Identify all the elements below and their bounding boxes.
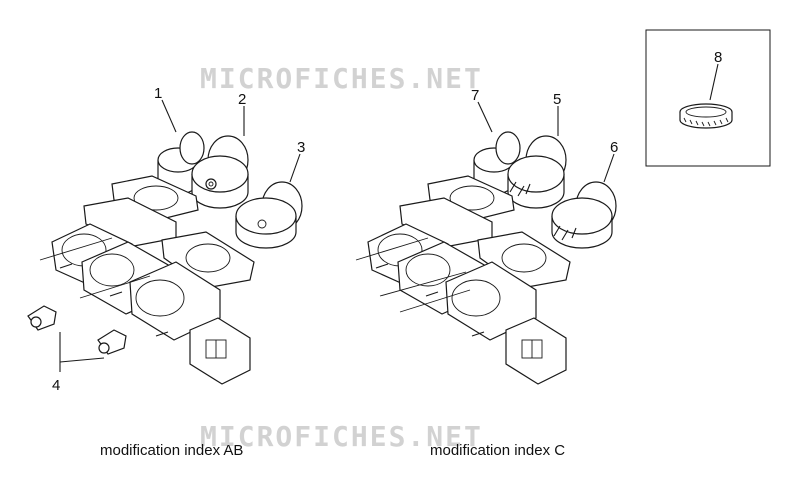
part-3-gauge [235,181,303,249]
gasket-3 [161,231,255,289]
part-5-gauge [507,135,567,209]
gasket-c3 [477,231,571,289]
assembly-ab [27,131,303,385]
housing-c3 [445,261,537,341]
watermark-top: MICROFICHES.NET [200,62,483,95]
assembly-c [355,131,617,385]
part-4-fitting-a [27,305,57,331]
callout-5: 5 [553,91,561,108]
part-7-gauge [473,131,521,195]
housing-3 [129,261,221,341]
part-6-gauge [551,181,617,249]
leader-1 [161,99,177,133]
leader-7 [477,101,493,133]
inset-box [645,29,771,167]
callout-6: 6 [610,139,618,156]
callout-2: 2 [238,91,246,108]
callout-7: 7 [471,87,479,104]
caption-index-c: modification index C [430,442,565,459]
leader-3 [289,153,301,183]
callout-8: 8 [714,49,722,66]
part-2-gauge [191,135,249,209]
callout-3: 3 [297,139,305,156]
part-8-ring [679,103,733,129]
leader-8 [709,63,719,101]
part-4-fitting-b [97,329,127,355]
callout-1: 1 [154,85,162,102]
leader-6 [603,153,615,183]
connector-block-ab [189,317,251,385]
connector-block-c [505,317,567,385]
watermark-bottom: MICROFICHES.NET [200,420,483,453]
caption-index-ab: modification index AB [100,442,243,459]
callout-4: 4 [52,377,60,394]
